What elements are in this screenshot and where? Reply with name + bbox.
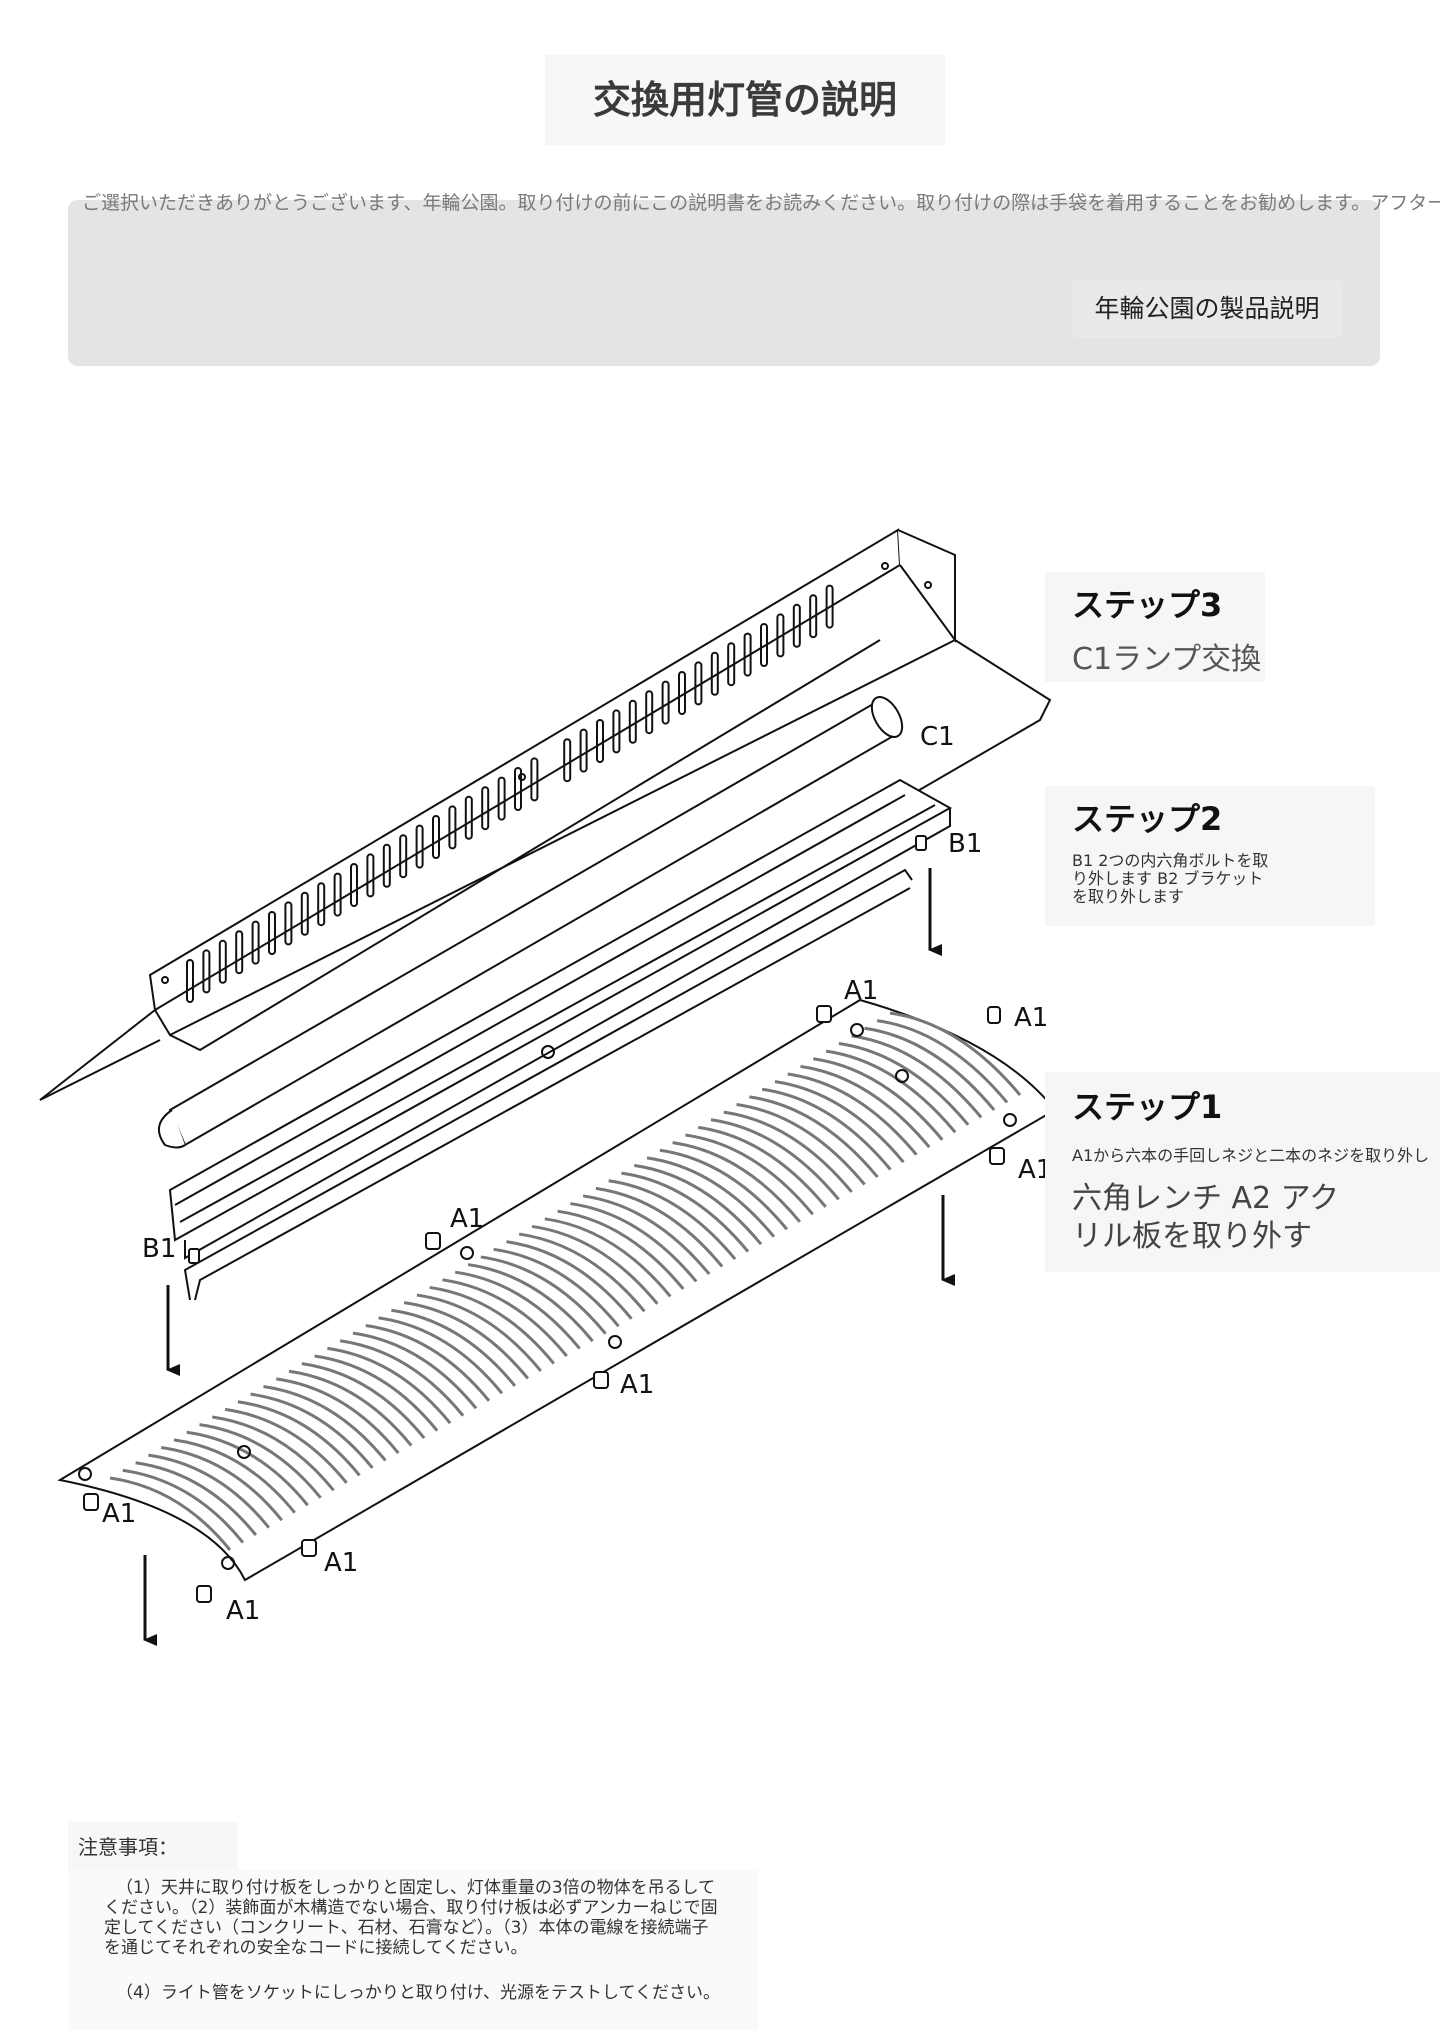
step1-title: ステップ1 — [1072, 1088, 1223, 1126]
label-c1: C1 — [920, 722, 955, 752]
intro-text: ご選択いただきありがとうございます、年輪公園。取り付けの前にこの説明書をお読みく… — [82, 192, 1440, 214]
label-b1-left: B1 — [142, 1234, 176, 1264]
notes-panel: （1）天井に取り付け板をしっかりと固定し、灯体重量の3倍の物体を吊るしてください… — [68, 1870, 758, 2030]
panel-ribs — [109, 1011, 1022, 1551]
step2-description: B1 2つの内六角ボルトを取り外します B2 ブラケットを取り外します — [1072, 851, 1269, 906]
label-b1-right: B1 — [948, 829, 982, 859]
notes-heading: 注意事項： — [68, 1822, 238, 1872]
exploded-assembly-diagram: C1 B1 B1 A1 A1 A1 A1 A1 A1 A1 A1 — [39, 528, 1057, 1646]
vent-slots — [186, 584, 834, 1003]
direction-arrows — [143, 868, 955, 1646]
page-title: 交換用灯管の説明 — [545, 55, 945, 145]
mounting-bracket — [39, 528, 1052, 1191]
note-item-1: （1）天井に取り付け板をしっかりと固定し、灯体重量の3倍の物体を吊るしてください… — [104, 1878, 718, 1958]
label-a1: A1 — [620, 1370, 654, 1400]
step3-card: ステップ3 C1ランプ交換 — [1045, 572, 1265, 682]
step3-description: C1ランプ交換 — [1072, 642, 1262, 677]
note-item-2: （4）ライト管をソケットにしっかりと取り付け、光源をテストしてください。 — [116, 1983, 720, 2003]
lamp-tube-c1 — [157, 696, 904, 1149]
product-description-label: 年輪公園の製品説明 — [1072, 280, 1342, 338]
step1-description-large: 六角レンチ A2 アクリル板を取り外す — [1072, 1181, 1340, 1254]
step3-title: ステップ3 — [1072, 586, 1223, 624]
step1-description-small: A1から六本の手回しネジと二本のネジを取り外し — [1072, 1146, 1430, 1165]
label-a1: A1 — [1014, 1003, 1048, 1033]
label-a1: A1 — [226, 1596, 260, 1626]
step2-title: ステップ2 — [1072, 800, 1223, 838]
step1-card: ステップ1 A1から六本の手回しネジと二本のネジを取り外し 六角レンチ A2 ア… — [1045, 1072, 1440, 1272]
bracket-channel — [168, 778, 953, 1301]
label-a1: A1 — [102, 1499, 136, 1529]
step2-card: ステップ2 B1 2つの内六角ボルトを取り外します B2 ブラケットを取り外しま… — [1045, 786, 1375, 926]
label-a1: A1 — [450, 1204, 484, 1234]
screws — [83, 835, 1005, 1603]
label-a1: A1 — [324, 1548, 358, 1578]
label-a1: A1 — [844, 976, 878, 1006]
